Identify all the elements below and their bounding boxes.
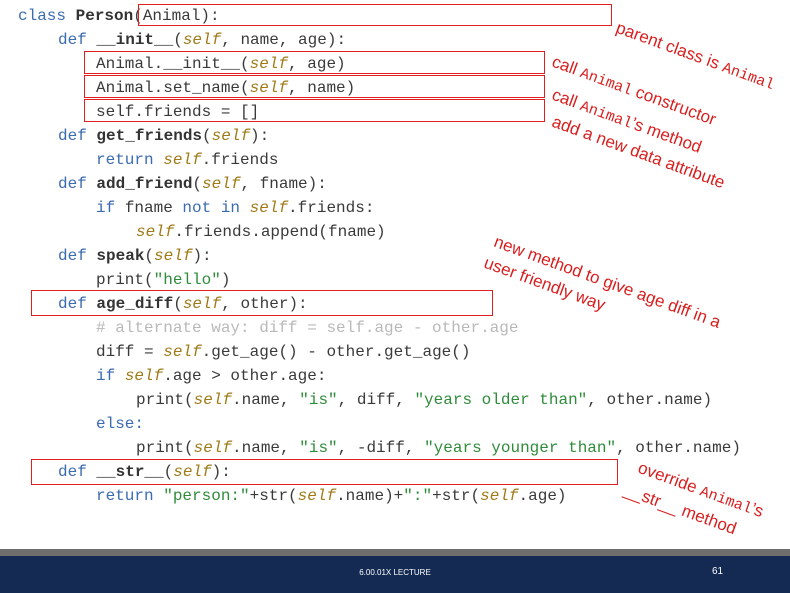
code-line-return-friends: return self.friends	[96, 151, 279, 169]
code-line-add-friend-def: def add_friend(self, fname):	[58, 175, 327, 193]
footer-bar: 6.00.01X LECTURE 61	[0, 556, 790, 593]
footer-stripe	[0, 549, 790, 556]
highlight-box-parent-class	[138, 4, 612, 26]
highlight-box-animal-init	[84, 51, 545, 74]
page-number: 61	[712, 566, 724, 577]
code-line-animal-init: Animal.__init__(self, age)	[96, 55, 346, 73]
highlight-box-str	[31, 459, 618, 485]
code-line-print-older: print(self.name, "is", diff, "years olde…	[136, 391, 713, 409]
code-line-print-younger: print(self.name, "is", -diff, "years you…	[136, 439, 741, 457]
code-line-str-def: def __str__(self):	[58, 463, 231, 481]
footer-lecture-label: 6.00.01X LECTURE	[359, 568, 431, 577]
highlight-box-set-name	[84, 75, 545, 98]
code-line-if-not-in: if fname not in self.friends:	[96, 199, 375, 217]
code-line-friends-attr: self.friends = []	[96, 103, 260, 121]
code-line-comment: # alternate way: diff = self.age - other…	[96, 319, 519, 337]
highlight-box-age-diff	[31, 290, 493, 316]
code-line-speak-def: def speak(self):	[58, 247, 212, 265]
code-line-print-hello: print("hello")	[96, 271, 231, 289]
code-line-init-def: def __init__(self, name, age):	[58, 31, 347, 49]
code-line-if-age: if self.age > other.age:	[96, 367, 327, 385]
code-line-return-str: return "person:"+str(self.name)+":"+str(…	[96, 487, 567, 505]
code-line-set-name: Animal.set_name(self, name)	[96, 79, 356, 97]
code-line-age-diff-def: def age_diff(self, other):	[58, 295, 308, 313]
code-line-diff-assign: diff = self.get_age() - other.get_age()	[96, 343, 471, 361]
code-line-get-friends-def: def get_friends(self):	[58, 127, 270, 145]
code-line-class-def: class Person(Animal):	[18, 7, 220, 25]
highlight-box-friends	[84, 99, 545, 122]
code-line-else: else:	[96, 415, 145, 433]
code-line-append: self.friends.append(fname)	[136, 223, 386, 241]
